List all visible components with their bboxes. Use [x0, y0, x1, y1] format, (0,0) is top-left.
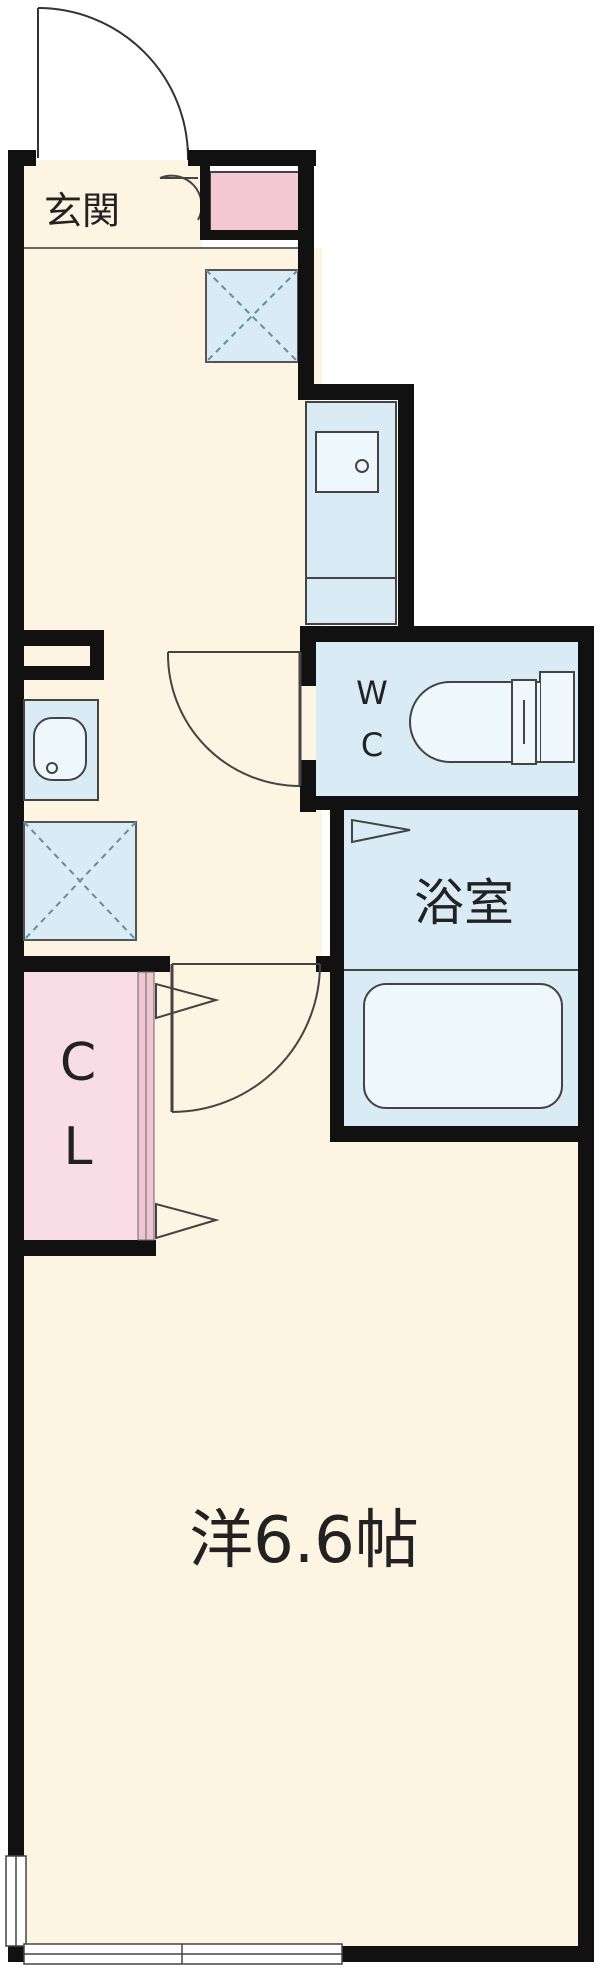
washroom	[23, 699, 137, 941]
bath-label: 浴室	[414, 874, 514, 932]
walls	[8, 150, 594, 1962]
bath-room: 浴室	[344, 810, 578, 1126]
appliance-space-top	[205, 269, 299, 363]
windows	[5, 1855, 343, 1965]
wc-label-c: C	[361, 726, 383, 764]
kitchen	[305, 401, 397, 625]
closet: C L	[24, 971, 155, 1241]
wc-door	[166, 651, 302, 787]
western-room-label: 洋6.6帖	[189, 1504, 419, 1578]
shoe-box	[209, 171, 303, 235]
entrance-label: 玄関	[44, 189, 121, 233]
entrance-door	[37, 7, 189, 160]
wc-label-w: W	[356, 674, 388, 712]
room-door	[170, 963, 321, 1113]
closet-label-l: L	[64, 1117, 93, 1177]
wc-room: W C	[316, 642, 578, 796]
closet-doors	[155, 982, 220, 1240]
closet-label-c: C	[60, 1033, 96, 1093]
